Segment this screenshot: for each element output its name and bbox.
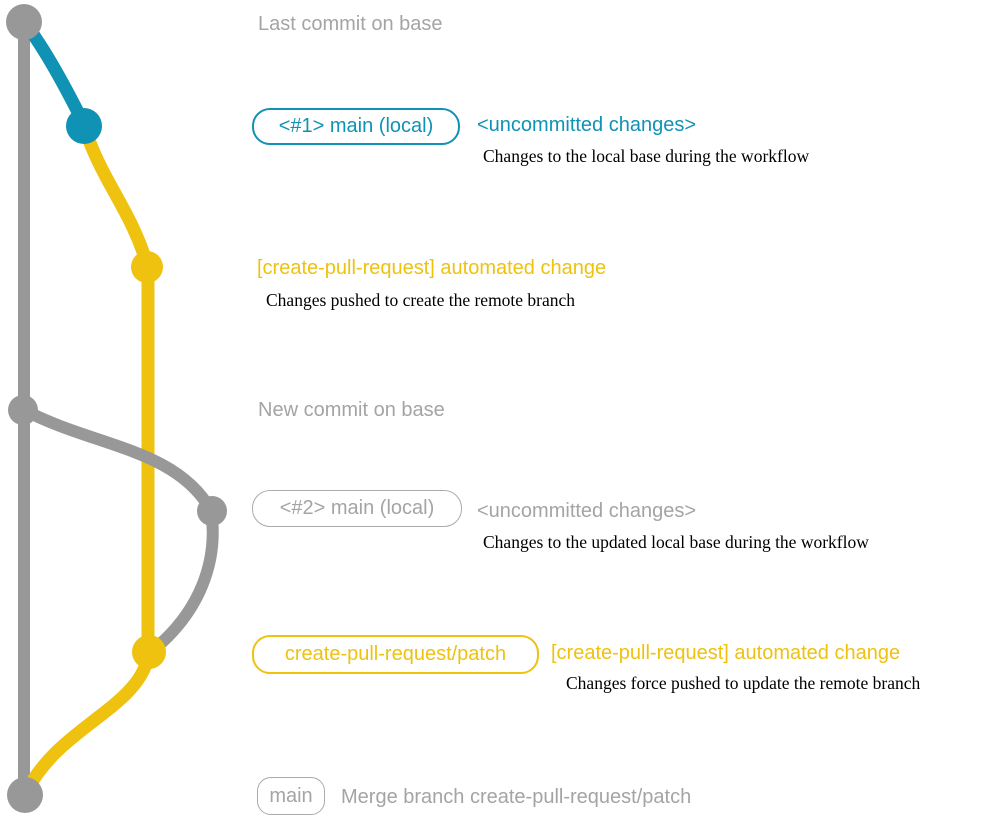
badge-main-label: main (269, 784, 313, 807)
merge-commit-message: Merge branch create-pull-request/patch (341, 786, 692, 808)
last-commit-title: Last commit on base (258, 13, 443, 35)
automated-change-2-desc: Changes force pushed to update the remot… (566, 673, 921, 693)
commit-dot-local-main-2 (197, 496, 227, 526)
patch-branch-curve-top (77, 124, 154, 266)
commit-dot-merge (7, 777, 43, 813)
commit-dot-last-base (6, 4, 42, 40)
uncommitted-changes-2-heading: <uncommitted changes> (477, 500, 697, 522)
commit-dot-automated-change-1 (131, 251, 163, 283)
new-commit-title: New commit on base (258, 399, 445, 421)
automated-change-1-desc: Changes pushed to create the remote bran… (266, 290, 576, 310)
commit-graph (6, 4, 227, 813)
commit-dot-local-main-1 (66, 108, 102, 144)
badge-create-pull-request-patch: create-pull-request/patch (252, 635, 539, 674)
uncommitted-changes-1-heading: <uncommitted changes> (477, 114, 697, 136)
badge-main-local-2: <#2> main (local) (252, 490, 462, 527)
uncommitted-changes-1-desc: Changes to the local base during the wor… (483, 146, 810, 166)
patch-branch-merge-curve (20, 650, 156, 796)
badge-create-pull-request-patch-label: create-pull-request/patch (284, 643, 507, 665)
badge-main-local-1-label: <#1> main (local) (278, 115, 434, 137)
uncommitted-changes-2-desc: Changes to the updated local base during… (483, 532, 869, 552)
badge-main: main (257, 777, 325, 815)
local-main-2-branch-line (21, 404, 219, 656)
automated-change-1-heading: [create-pull-request] automated change (257, 257, 607, 279)
commit-dot-new-base (8, 395, 38, 425)
badge-main-local-2-label: <#2> main (local) (279, 497, 435, 519)
commit-dot-automated-change-2 (132, 635, 166, 669)
automated-change-2-heading: [create-pull-request] automated change (551, 642, 901, 664)
badge-main-local-1: <#1> main (local) (252, 108, 460, 145)
